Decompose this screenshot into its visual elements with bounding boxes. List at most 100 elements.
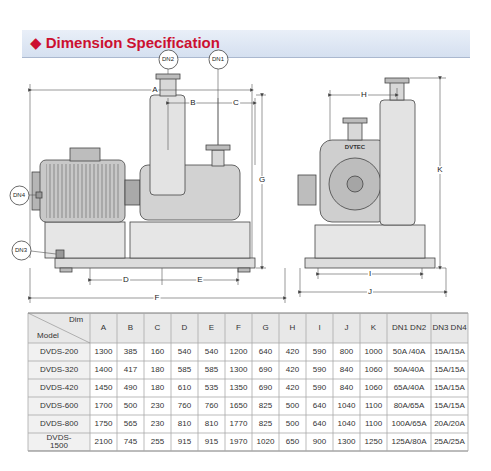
callout-circle: DN3 bbox=[11, 240, 32, 261]
table-header: J bbox=[345, 324, 349, 332]
table-cell: 1200 bbox=[230, 348, 248, 356]
dimension-letter: E bbox=[196, 276, 203, 284]
table-cell: 25A/25A bbox=[434, 438, 465, 446]
table-cell: 1000 bbox=[365, 348, 383, 356]
table-cell: 690 bbox=[259, 384, 272, 392]
table-cell: 1060 bbox=[365, 366, 383, 374]
table-cell: 1700 bbox=[95, 402, 113, 410]
table-cell: DVDS-600 bbox=[40, 402, 78, 410]
table-header: B bbox=[128, 324, 133, 332]
table-cell: 180 bbox=[151, 384, 164, 392]
table-cell: 1300 bbox=[230, 366, 248, 374]
table-cell: 15A/15A bbox=[434, 366, 465, 374]
table-header: DN3 DN4 bbox=[432, 324, 466, 332]
table-cell: 500 bbox=[124, 402, 137, 410]
callout-circle: DN2 bbox=[158, 49, 179, 70]
brand-label: DVTEC bbox=[344, 144, 366, 150]
table-cell: 500 bbox=[286, 420, 299, 428]
dimension-letter: G bbox=[258, 176, 266, 184]
table-cell: 915 bbox=[178, 438, 191, 446]
table-cell: 915 bbox=[205, 438, 218, 446]
table-cell: 610 bbox=[178, 384, 191, 392]
table-cell: 1100 bbox=[365, 420, 382, 428]
table-cell: 50A/40A bbox=[394, 366, 425, 374]
table-header: A bbox=[101, 324, 106, 332]
table-cell: 50A /40A bbox=[393, 348, 425, 356]
table-cell: 1400 bbox=[95, 366, 113, 374]
table-cell: 417 bbox=[124, 366, 137, 374]
dimension-letter: J bbox=[367, 288, 373, 296]
table-cell: DVDS-800 bbox=[40, 420, 78, 428]
table-grid bbox=[28, 313, 468, 451]
table-cell: 500 bbox=[286, 402, 299, 410]
table-header: DN1 DN2 bbox=[392, 324, 426, 332]
table-cell: 255 bbox=[151, 438, 164, 446]
table-cell: 230 bbox=[151, 402, 164, 410]
table-cell: 1060 bbox=[365, 384, 383, 392]
table-cell: 420 bbox=[286, 348, 299, 356]
table-cell: 1650 bbox=[230, 402, 248, 410]
table-cell: 900 bbox=[313, 438, 326, 446]
table-cell: 825 bbox=[259, 420, 272, 428]
table-cell: 125A/80A bbox=[391, 438, 426, 446]
dimension-letter: K bbox=[436, 166, 443, 174]
table-cell: 15A/15A bbox=[434, 402, 465, 410]
table-cell: 760 bbox=[205, 402, 218, 410]
dimension-letter: I bbox=[368, 270, 372, 278]
table-cell: 180 bbox=[151, 366, 164, 374]
table-cell: 535 bbox=[205, 384, 218, 392]
table-cell: 540 bbox=[178, 348, 191, 356]
table-header: E bbox=[209, 324, 214, 332]
table-cell: 745 bbox=[124, 438, 137, 446]
table-cell: 420 bbox=[286, 366, 299, 374]
dimension-letter: B bbox=[189, 99, 196, 107]
table-cell: 1040 bbox=[338, 402, 356, 410]
page-title: ◆ Dimension Specification bbox=[30, 34, 220, 52]
table-cell: 825 bbox=[259, 402, 272, 410]
table-cell: 840 bbox=[340, 384, 353, 392]
table-cell: 540 bbox=[205, 348, 218, 356]
table-header: F bbox=[236, 324, 241, 332]
dimension-letter: H bbox=[360, 91, 368, 99]
table-cell: 490 bbox=[124, 384, 137, 392]
table-cell: 1350 bbox=[230, 384, 248, 392]
callout-text: DN3 bbox=[15, 247, 27, 253]
table-cell: 565 bbox=[124, 420, 137, 428]
table-cell: 590 bbox=[313, 348, 326, 356]
table-cell: 590 bbox=[313, 366, 326, 374]
table-cell: 160 bbox=[151, 348, 164, 356]
dimension-letter: F bbox=[154, 294, 161, 302]
table-header: D bbox=[182, 324, 188, 332]
table-cell: 1970 bbox=[230, 438, 248, 446]
table-cell: 640 bbox=[259, 348, 272, 356]
table-cell: 585 bbox=[205, 366, 218, 374]
table-cell: 385 bbox=[124, 348, 137, 356]
callout-text: DN2 bbox=[162, 56, 174, 62]
callout-text: DN1 bbox=[212, 56, 224, 62]
table-cell: 420 bbox=[286, 384, 299, 392]
table-cell: 1770 bbox=[230, 420, 248, 428]
table-cell: DVDS-320 bbox=[40, 366, 78, 374]
table-corner-label: Model bbox=[37, 332, 59, 340]
table-cell: 1300 bbox=[95, 348, 113, 356]
table-header: K bbox=[371, 324, 376, 332]
table-cell: 80A/65A bbox=[394, 402, 425, 410]
table-cell: 840 bbox=[340, 366, 353, 374]
table-cell: 230 bbox=[151, 420, 164, 428]
table-cell: 690 bbox=[259, 366, 272, 374]
table-cell: 810 bbox=[205, 420, 218, 428]
table-cell: DVDS-420 bbox=[40, 384, 78, 392]
dimension-letter: D bbox=[122, 276, 130, 284]
table-corner-label: Dim bbox=[69, 316, 83, 324]
table-header: C bbox=[155, 324, 161, 332]
table-cell: 100A/65A bbox=[391, 420, 426, 428]
callout-text: DN4 bbox=[13, 192, 25, 198]
table-cell: 800 bbox=[340, 348, 353, 356]
table-header: I bbox=[318, 324, 320, 332]
table-header: H bbox=[290, 324, 296, 332]
table-cell: 1040 bbox=[338, 420, 356, 428]
table-cell: 15A/15A bbox=[434, 348, 465, 356]
dimension-letter: A bbox=[151, 86, 158, 94]
